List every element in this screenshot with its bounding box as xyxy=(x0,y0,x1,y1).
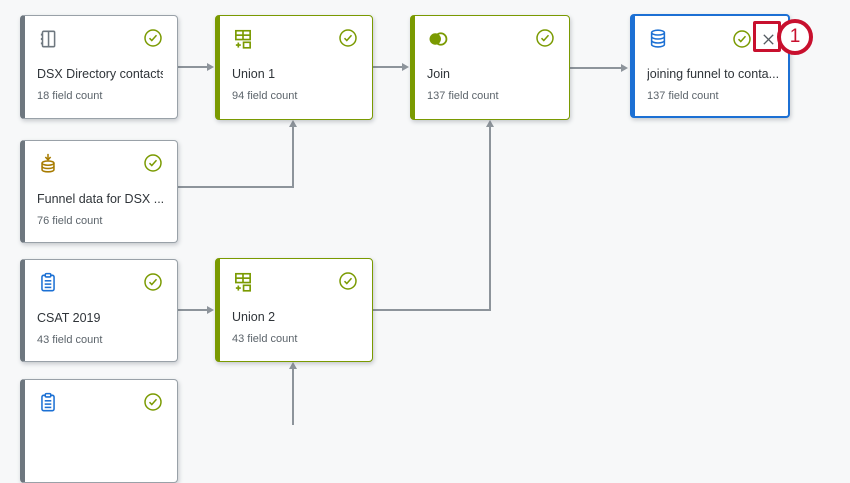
connector-dsx-to-union1 xyxy=(178,66,209,68)
arrowhead-icon xyxy=(486,120,494,127)
arrowhead-icon xyxy=(289,362,297,369)
status-check-icon xyxy=(143,272,163,292)
node-header xyxy=(232,28,358,52)
connector-union1-to-join xyxy=(373,66,404,68)
status-check-icon xyxy=(338,28,358,48)
node-field-count: 76 field count xyxy=(37,215,103,227)
node-header xyxy=(427,28,555,52)
node-header xyxy=(37,28,163,52)
node-union-2[interactable]: Union 2 43 field count xyxy=(215,258,373,362)
status-check-icon xyxy=(143,392,163,412)
node-title: CSAT 2019 xyxy=(37,311,101,325)
clipboard-icon xyxy=(37,272,59,294)
status-check-icon xyxy=(338,271,358,291)
clipboard-icon xyxy=(37,392,59,414)
node-dsx-directory-contacts[interactable]: DSX Directory contacts 18 field count xyxy=(20,15,178,119)
union-icon xyxy=(232,271,254,293)
node-header xyxy=(37,153,163,177)
node-union-1[interactable]: Union 1 94 field count xyxy=(215,15,373,120)
node-field-count: 43 field count xyxy=(37,334,103,346)
node-field-count: 137 field count xyxy=(427,90,499,102)
node-title: Funnel data for DSX ... xyxy=(37,192,163,206)
database-icon xyxy=(647,28,669,50)
node-field-count: 43 field count xyxy=(232,333,298,345)
node-field-count: 94 field count xyxy=(232,90,298,102)
node-header xyxy=(647,28,779,52)
status-check-icon xyxy=(732,29,752,49)
connector-csat-to-union2 xyxy=(178,309,209,311)
join-icon xyxy=(427,28,449,50)
status-check-icon xyxy=(143,153,163,173)
database-import-icon xyxy=(37,153,59,175)
connector-join-to-output xyxy=(570,67,623,69)
node-header xyxy=(37,272,163,296)
annotation-step-number: 1 xyxy=(789,26,801,47)
node-partial-source[interactable] xyxy=(20,379,178,483)
node-header xyxy=(232,271,358,295)
node-funnel-data-for-dsx[interactable]: Funnel data for DSX ... 76 field count xyxy=(20,140,178,243)
arrowhead-icon xyxy=(289,120,297,127)
status-check-icon xyxy=(535,28,555,48)
arrowhead-icon xyxy=(207,63,214,71)
status-check-icon xyxy=(143,28,163,48)
arrowhead-icon xyxy=(207,306,214,314)
node-field-count: 137 field count xyxy=(647,90,719,102)
node-joining-funnel-to-contacts[interactable]: joining funnel to conta... 137 field cou… xyxy=(630,14,790,118)
connector-union2-to-join xyxy=(489,127,491,311)
node-join[interactable]: Join 137 field count xyxy=(410,15,570,120)
arrowhead-icon xyxy=(621,64,628,72)
node-csat-2019[interactable]: CSAT 2019 43 field count xyxy=(20,259,178,362)
flow-canvas: DSX Directory contacts 18 field count Un… xyxy=(20,14,813,483)
directory-book-icon xyxy=(37,28,59,50)
node-field-count: 18 field count xyxy=(37,90,103,102)
node-header xyxy=(37,392,163,416)
node-title: Union 1 xyxy=(232,67,276,81)
node-title: Union 2 xyxy=(232,310,276,324)
node-title: Join xyxy=(427,67,450,81)
union-icon xyxy=(232,28,254,50)
connector-funnel-to-union1 xyxy=(178,186,294,188)
annotation-step-badge: 1 xyxy=(777,19,813,55)
node-title: DSX Directory contacts xyxy=(37,67,163,81)
connector-partial-to-union2 xyxy=(292,369,294,425)
close-icon[interactable] xyxy=(757,28,779,50)
arrowhead-icon xyxy=(402,63,409,71)
connector-funnel-to-union1 xyxy=(292,127,294,188)
node-title: joining funnel to conta... xyxy=(647,67,779,81)
connector-union2-to-join xyxy=(373,309,491,311)
